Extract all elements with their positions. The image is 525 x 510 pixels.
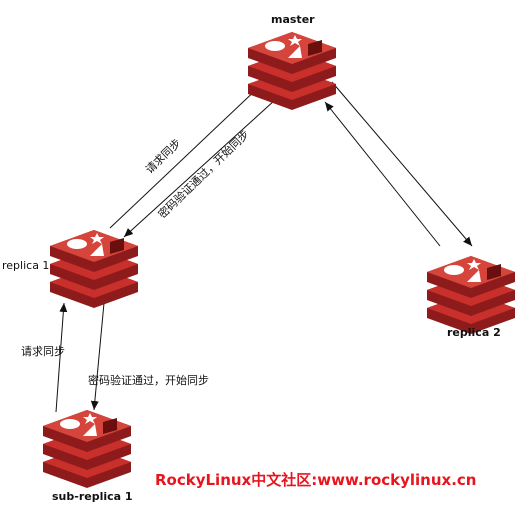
edge-master-to-r2 — [331, 81, 473, 247]
replica1-redis-icon — [50, 230, 138, 308]
subreplica1-label: sub-replica 1 — [52, 490, 133, 503]
edge-r1-to-sub — [90, 302, 105, 411]
replica2-redis-icon — [427, 256, 515, 334]
edge-sub-to-r1 — [55, 302, 68, 413]
edge-r2-to-master — [324, 101, 441, 247]
edge-master-to-r1 — [123, 99, 276, 238]
watermark-text: RockyLinux中文社区:www.rockylinux.cn — [155, 471, 477, 489]
edge-label-sub-to-r1: 请求同步 — [21, 345, 65, 358]
replica2-label: replica 2 — [447, 326, 501, 339]
replica1-label: replica 1 — [2, 259, 50, 272]
edge-r1-to-master — [109, 83, 263, 229]
subreplica1-redis-icon — [43, 410, 131, 488]
master-redis-icon — [248, 32, 336, 110]
edge-label-r1-to-sub: 密码验证通过，开始同步 — [88, 374, 209, 387]
master-label: master — [271, 13, 315, 26]
